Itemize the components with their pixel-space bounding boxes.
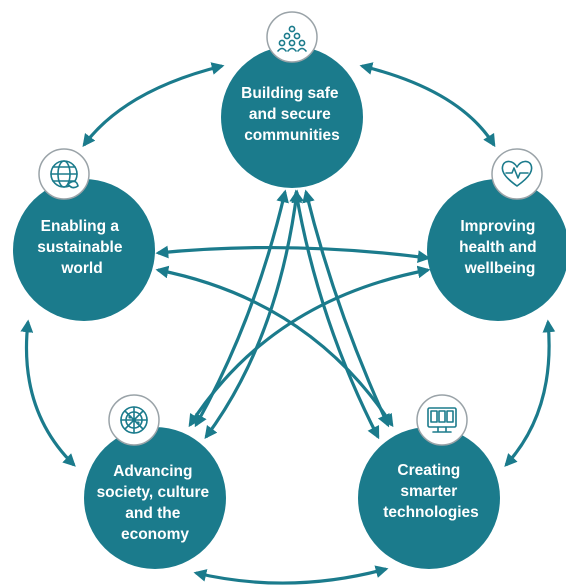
node-label: Building safe and secure communities bbox=[241, 85, 343, 144]
heart-pulse-icon bbox=[491, 148, 543, 200]
node-label: Advancing society, culture and the econo… bbox=[97, 463, 214, 543]
arrow-sustainable-health bbox=[155, 245, 431, 264]
node-label-line: world bbox=[60, 260, 102, 277]
node-label-line: sustainable bbox=[37, 239, 123, 256]
node-label-line: and the bbox=[125, 505, 180, 522]
node-circle bbox=[221, 46, 363, 188]
people-group-icon bbox=[266, 11, 318, 63]
node-label-line: communities bbox=[244, 127, 340, 144]
globe-leaf-icon bbox=[38, 148, 90, 200]
node-label-line: Enabling a bbox=[41, 218, 120, 235]
node-circle bbox=[427, 179, 566, 321]
arrow-health-society bbox=[188, 265, 431, 428]
node-smarter-technologies: Creating smarter technologies bbox=[358, 394, 500, 569]
node-label-line: economy bbox=[121, 526, 189, 543]
globe-network-icon bbox=[108, 394, 160, 446]
node-label: Enabling a sustainable world bbox=[37, 218, 127, 277]
node-label-line: wellbeing bbox=[464, 260, 536, 277]
arrow-health-tech bbox=[504, 319, 556, 467]
node-label-line: Building safe bbox=[241, 85, 339, 102]
node-label: Creating smarter technologies bbox=[383, 462, 479, 521]
node-circle bbox=[13, 179, 155, 321]
node-label-line: society, culture bbox=[97, 484, 210, 501]
node-label-line: Advancing bbox=[113, 463, 192, 480]
node-label-line: technologies bbox=[383, 504, 479, 521]
arrow-tech-society bbox=[193, 565, 389, 585]
computer-monitor-icon bbox=[416, 394, 468, 446]
node-label-line: health and bbox=[459, 239, 537, 256]
node-label-line: Improving bbox=[460, 218, 535, 235]
node-circle bbox=[84, 427, 226, 569]
connection-arrows bbox=[20, 62, 556, 585]
node-safe-communities: Building safe and secure communities bbox=[221, 11, 363, 188]
arrow-society-sustainable bbox=[20, 319, 76, 467]
node-label-line: smarter bbox=[400, 483, 457, 500]
node-circle bbox=[358, 427, 500, 569]
arrow-safe-tech-a bbox=[291, 189, 380, 440]
node-health-wellbeing: Improving health and wellbeing bbox=[427, 148, 566, 321]
node-society-culture-economy: Advancing society, culture and the econo… bbox=[84, 394, 226, 569]
node-label-line: and secure bbox=[249, 106, 331, 123]
arrow-safe-society-b bbox=[204, 189, 303, 440]
node-label: Improving health and wellbeing bbox=[459, 218, 541, 277]
arrow-sustainable-safe bbox=[82, 62, 225, 148]
arrow-safe-health bbox=[359, 62, 496, 148]
node-label-line: Creating bbox=[397, 462, 460, 479]
node-sustainable-world: Enabling a sustainable world bbox=[13, 148, 155, 321]
